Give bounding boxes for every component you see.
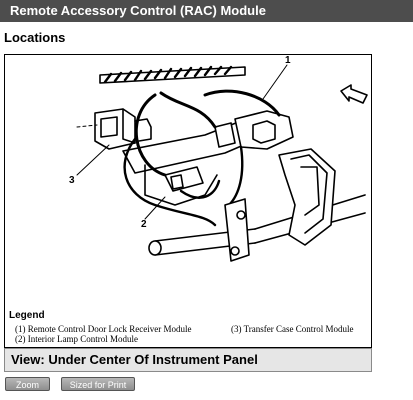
sized-for-print-button[interactable]: Sized for Print xyxy=(61,377,135,391)
legend-item-2: (2) Interior Lamp Control Module xyxy=(15,334,138,344)
view-caption: View: Under Center Of Instrument Panel xyxy=(4,348,372,372)
figure-frame: 1 2 3 Legend (1) Remote Control Door Loc… xyxy=(4,54,372,348)
legend-title: Legend xyxy=(9,310,45,321)
callout-1: 1 xyxy=(285,55,291,66)
legend-item-1: (1) Remote Control Door Lock Receiver Mo… xyxy=(15,324,192,334)
legend-item-3: (3) Transfer Case Control Module xyxy=(231,324,354,334)
section-heading: Locations xyxy=(4,30,66,45)
callout-3: 3 xyxy=(69,175,75,186)
location-diagram: 1 2 3 xyxy=(69,55,368,262)
zoom-button[interactable]: Zoom xyxy=(5,377,50,391)
callout-2: 2 xyxy=(141,219,147,230)
page-title: Remote Accessory Control (RAC) Module xyxy=(0,0,413,22)
